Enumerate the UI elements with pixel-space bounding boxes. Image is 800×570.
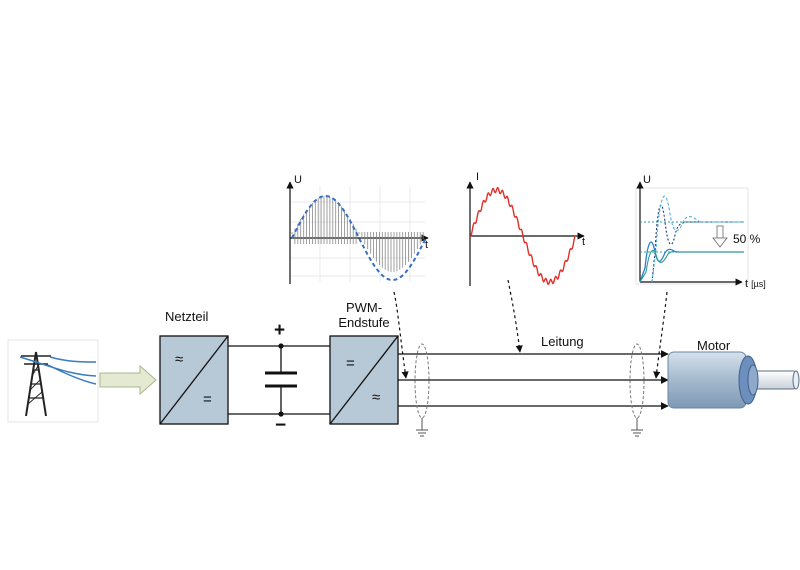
power-supply-converter [159, 335, 229, 425]
current-inset-x-label: t [582, 236, 586, 248]
supply-dc-symbol: = [203, 391, 212, 408]
pwm-converter [329, 335, 399, 425]
cable-label: Leitung [541, 334, 584, 349]
pwm-ac-symbol: ≈ [372, 389, 381, 406]
pwm-dc-symbol: = [346, 355, 355, 372]
pwm-pulse-train [291, 196, 424, 272]
power-feed-arrow [99, 364, 157, 396]
current-ripple-wave [469, 186, 577, 286]
motor-inset-x-label: t [µs] [745, 278, 766, 290]
cable-shield-left [414, 343, 430, 437]
current-inset-y-label: I [476, 171, 480, 183]
power-supply-label: Netzteil [165, 309, 209, 324]
pwm-inset-x-label: t [425, 239, 429, 251]
overshoot-wave-light [651, 195, 744, 283]
cable-shield-right [629, 343, 645, 437]
motor-voltage-inset [635, 181, 749, 286]
motor-inset-x-unit: [µs] [751, 279, 766, 289]
damped-wave-teal [639, 249, 744, 283]
pwm-voltage-inset [286, 180, 430, 284]
motor-icon [667, 351, 800, 409]
motor-cable [398, 350, 669, 410]
capacitor-minus-sign: − [275, 415, 287, 436]
current-inset [466, 181, 585, 286]
power-pylon-icon [7, 339, 99, 423]
motor-label: Motor [697, 338, 731, 353]
motor-inset-x-var: t [745, 278, 749, 290]
pwm-stage-label-line1: PWM- [345, 300, 383, 315]
reduction-arrow [712, 225, 728, 248]
dc-link-capacitor [265, 346, 297, 414]
capacitor-plus-sign: + [274, 320, 286, 341]
pwm-stage-label: PWM- Endstufe [328, 300, 400, 330]
overshoot-wave-dark [651, 204, 744, 283]
inset-pointer-arrows [393, 279, 668, 379]
supply-ac-symbol: ≈ [175, 351, 184, 368]
motor-inset-y-label: U [643, 174, 651, 186]
pwm-stage-label-line2: Endstufe [338, 315, 390, 330]
reduction-label: 50 % [733, 232, 761, 246]
pwm-inset-y-label: U [294, 174, 302, 186]
pwm-fundamental-sine [291, 194, 427, 282]
